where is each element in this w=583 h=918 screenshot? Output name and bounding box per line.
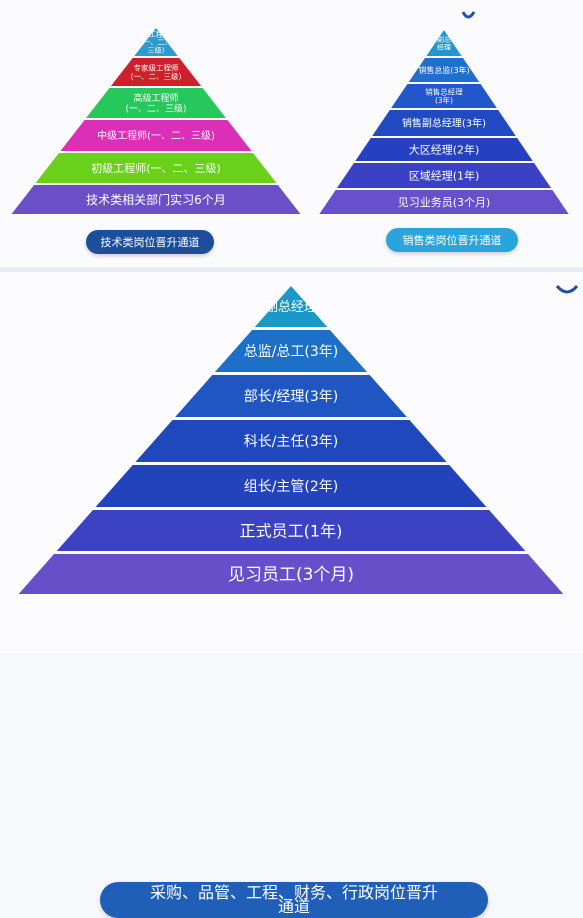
general-level-4-label: 组长/主管(2年) [244, 479, 339, 495]
sales-level-2-label: 销售总经理 [425, 86, 463, 96]
sales-level-0 [426, 30, 462, 56]
sales-level-5 [336, 163, 552, 188]
tech-level-0-sublabel2: 三级) [148, 46, 165, 55]
tech-level-1 [110, 58, 202, 86]
tech-caption-pill: 技术类岗位晋升通道 [86, 230, 214, 254]
sales-level-6 [319, 190, 569, 214]
general-level-0 [254, 286, 328, 327]
general-level-1 [214, 330, 368, 372]
sales-level-1-label: 销售总监(3年) [418, 65, 469, 75]
tech-level-2-sublabel: (一、二、三级) [125, 102, 186, 114]
general-level-6 [18, 554, 564, 594]
tech-sales-panel: 总工程师(一、二、三级)专家级工程师(一、二、三级)高级工程师(一、二、三级)中… [0, 0, 583, 268]
general-level-2 [175, 375, 407, 417]
tech-level-0-sublabel: (一、二、 [141, 39, 172, 47]
tech-level-3 [60, 120, 252, 151]
general-level-3 [135, 420, 447, 462]
tech-level-5 [11, 185, 301, 214]
decorative-arc-icon [555, 284, 579, 294]
general-level-5-label: 正式员工(1年) [240, 521, 343, 540]
sales-level-1 [408, 58, 480, 82]
sales-level-4-label: 大区经理(2年) [409, 142, 480, 156]
sales-level-2 [391, 84, 497, 108]
sales-level-6-label: 见习业务员(3个月) [398, 196, 491, 209]
tech-level-4-label: 初级工程师(一、二、三级) [91, 161, 221, 175]
sales-level-0-label: 副总 [437, 34, 451, 43]
panel-divider [0, 267, 583, 273]
sales-level-2-sublabel: (3年) [435, 95, 453, 105]
sales-level-5-label: 区域经理(1年) [409, 168, 480, 182]
sales-level-4 [355, 138, 533, 161]
decorative-arc-icon [461, 11, 476, 19]
sales-level-0-sublabel: 经理 [437, 43, 451, 52]
general-level-6-label: 见习员工(3个月) [228, 565, 354, 585]
tech-level-0 [134, 28, 178, 56]
tech-level-2 [86, 88, 226, 118]
general-level-1-label: 总监/总工(3年) [244, 344, 339, 360]
top-pyramids-canvas: 总工程师(一、二、三级)专家级工程师(一、二、三级)高级工程师(一、二、三级)中… [11, 11, 569, 214]
sales-caption-pill: 销售类岗位晋升通道 [386, 228, 518, 252]
general-panel: 副总经理总监/总工(3年) 部长/经理(3年) 科长/主任(3年) 组长/主管(2年)… [0, 272, 583, 918]
tech-level-3-label: 中级工程师(一、二、三级) [97, 129, 215, 142]
general-level-5 [56, 510, 526, 551]
sales-level-3-label: 销售副总经理(3年) [402, 117, 486, 130]
tech-pyramid: 总工程师(一、二、三级)专家级工程师(一、二、三级)高级工程师(一、二、三级)中… [11, 28, 301, 214]
sales-level-3 [372, 110, 516, 136]
general-level-0-label: 副总经理 [265, 300, 317, 315]
general-caption-pill: 采购、品管、工程、财务、行政岗位晋升通道 [100, 882, 488, 918]
general-level-2-label: 部长/经理(3年) [244, 389, 339, 405]
tech-level-1-sublabel: (一、二、三级) [131, 71, 182, 81]
tech-level-4 [35, 153, 277, 183]
general-level-4 [95, 465, 487, 507]
general-level-3-label: 科长/主任(3年) [244, 434, 339, 450]
tech-level-5-label: 技术类相关部门实习6个月 [86, 192, 226, 207]
tech-level-2-label: 高级工程师 [133, 92, 178, 104]
tech-level-1-label: 专家级工程师 [134, 62, 179, 72]
tech-level-0-label: 总工程师 [142, 29, 170, 38]
